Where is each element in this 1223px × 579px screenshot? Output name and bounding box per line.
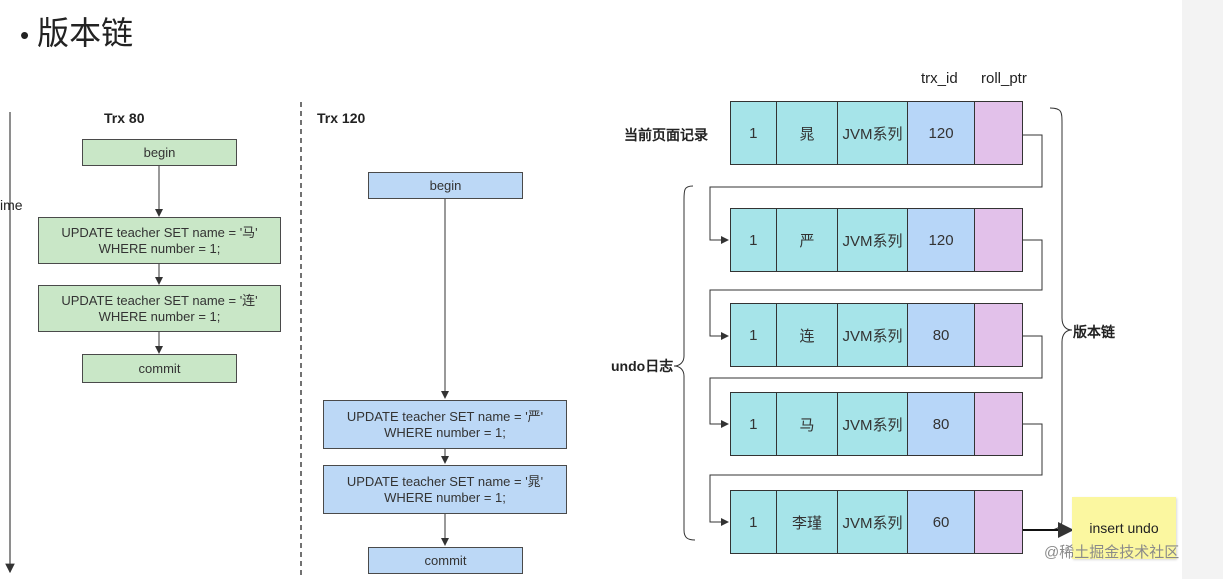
record-id-cell: 1: [731, 393, 777, 455]
record-trx-id-cell: 120: [907, 209, 976, 271]
record-course-cell: JVM系列: [838, 209, 908, 271]
roll-ptr-header: roll_ptr: [981, 70, 1027, 87]
time-axis-label: ime: [0, 197, 23, 213]
undo-record-row: 1 李瑾 JVM系列 60: [730, 490, 1023, 554]
record-roll-ptr-cell: [975, 491, 1022, 553]
page-title: •版本链: [20, 8, 133, 54]
undo-record-row: 1 连 JVM系列 80: [730, 303, 1023, 367]
record-id-cell: 1: [731, 102, 777, 164]
record-course-cell: JVM系列: [838, 393, 908, 455]
version-chain-label: 版本链: [1073, 324, 1115, 340]
record-trx-id-cell: 60: [907, 491, 976, 553]
record-trx-id-cell: 120: [907, 102, 976, 164]
trx80-label: Trx 80: [104, 110, 145, 126]
record-name-cell: 李瑾: [776, 491, 839, 553]
bullet: •: [20, 20, 30, 51]
record-name-cell: 连: [776, 304, 839, 366]
record-name-cell: 马: [776, 393, 839, 455]
record-roll-ptr-cell: [975, 393, 1022, 455]
record-trx-id-cell: 80: [907, 393, 976, 455]
title-text: 版本链: [37, 15, 134, 51]
trx80-update-ma-box: UPDATE teacher SET name = '马' WHERE numb…: [38, 217, 281, 264]
trx120-commit-box: commit: [368, 547, 523, 574]
trx80-begin-box: begin: [82, 139, 237, 166]
trx80-commit-box: commit: [82, 354, 237, 383]
record-roll-ptr-cell: [975, 304, 1022, 366]
record-name-cell: 严: [776, 209, 839, 271]
trx-id-header: trx_id: [921, 70, 958, 87]
record-id-cell: 1: [731, 491, 777, 553]
insert-undo-note: insert undo: [1072, 497, 1176, 559]
current-record-label: 当前页面记录: [624, 127, 708, 143]
record-roll-ptr-cell: [975, 209, 1022, 271]
trx120-label: Trx 120: [317, 110, 366, 126]
trx120-begin-box: begin: [368, 172, 523, 199]
current-record-row: 1 晁 JVM系列 120: [730, 101, 1023, 165]
trx120-update-chao-box: UPDATE teacher SET name = '晁' WHERE numb…: [323, 465, 567, 514]
record-course-cell: JVM系列: [838, 304, 908, 366]
trx120-update-yan-box: UPDATE teacher SET name = '严' WHERE numb…: [323, 400, 567, 449]
trx80-update-lian-box: UPDATE teacher SET name = '连' WHERE numb…: [38, 285, 281, 332]
record-trx-id-cell: 80: [907, 304, 976, 366]
record-course-cell: JVM系列: [838, 491, 908, 553]
record-roll-ptr-cell: [975, 102, 1022, 164]
right-margin-band: [1182, 0, 1223, 579]
record-id-cell: 1: [731, 304, 777, 366]
watermark: @稀土掘金技术社区: [1044, 544, 1180, 561]
record-id-cell: 1: [731, 209, 777, 271]
record-name-cell: 晁: [776, 102, 839, 164]
undo-record-row: 1 严 JVM系列 120: [730, 208, 1023, 272]
undo-log-label: undo日志: [611, 358, 674, 374]
undo-record-row: 1 马 JVM系列 80: [730, 392, 1023, 456]
record-course-cell: JVM系列: [838, 102, 908, 164]
